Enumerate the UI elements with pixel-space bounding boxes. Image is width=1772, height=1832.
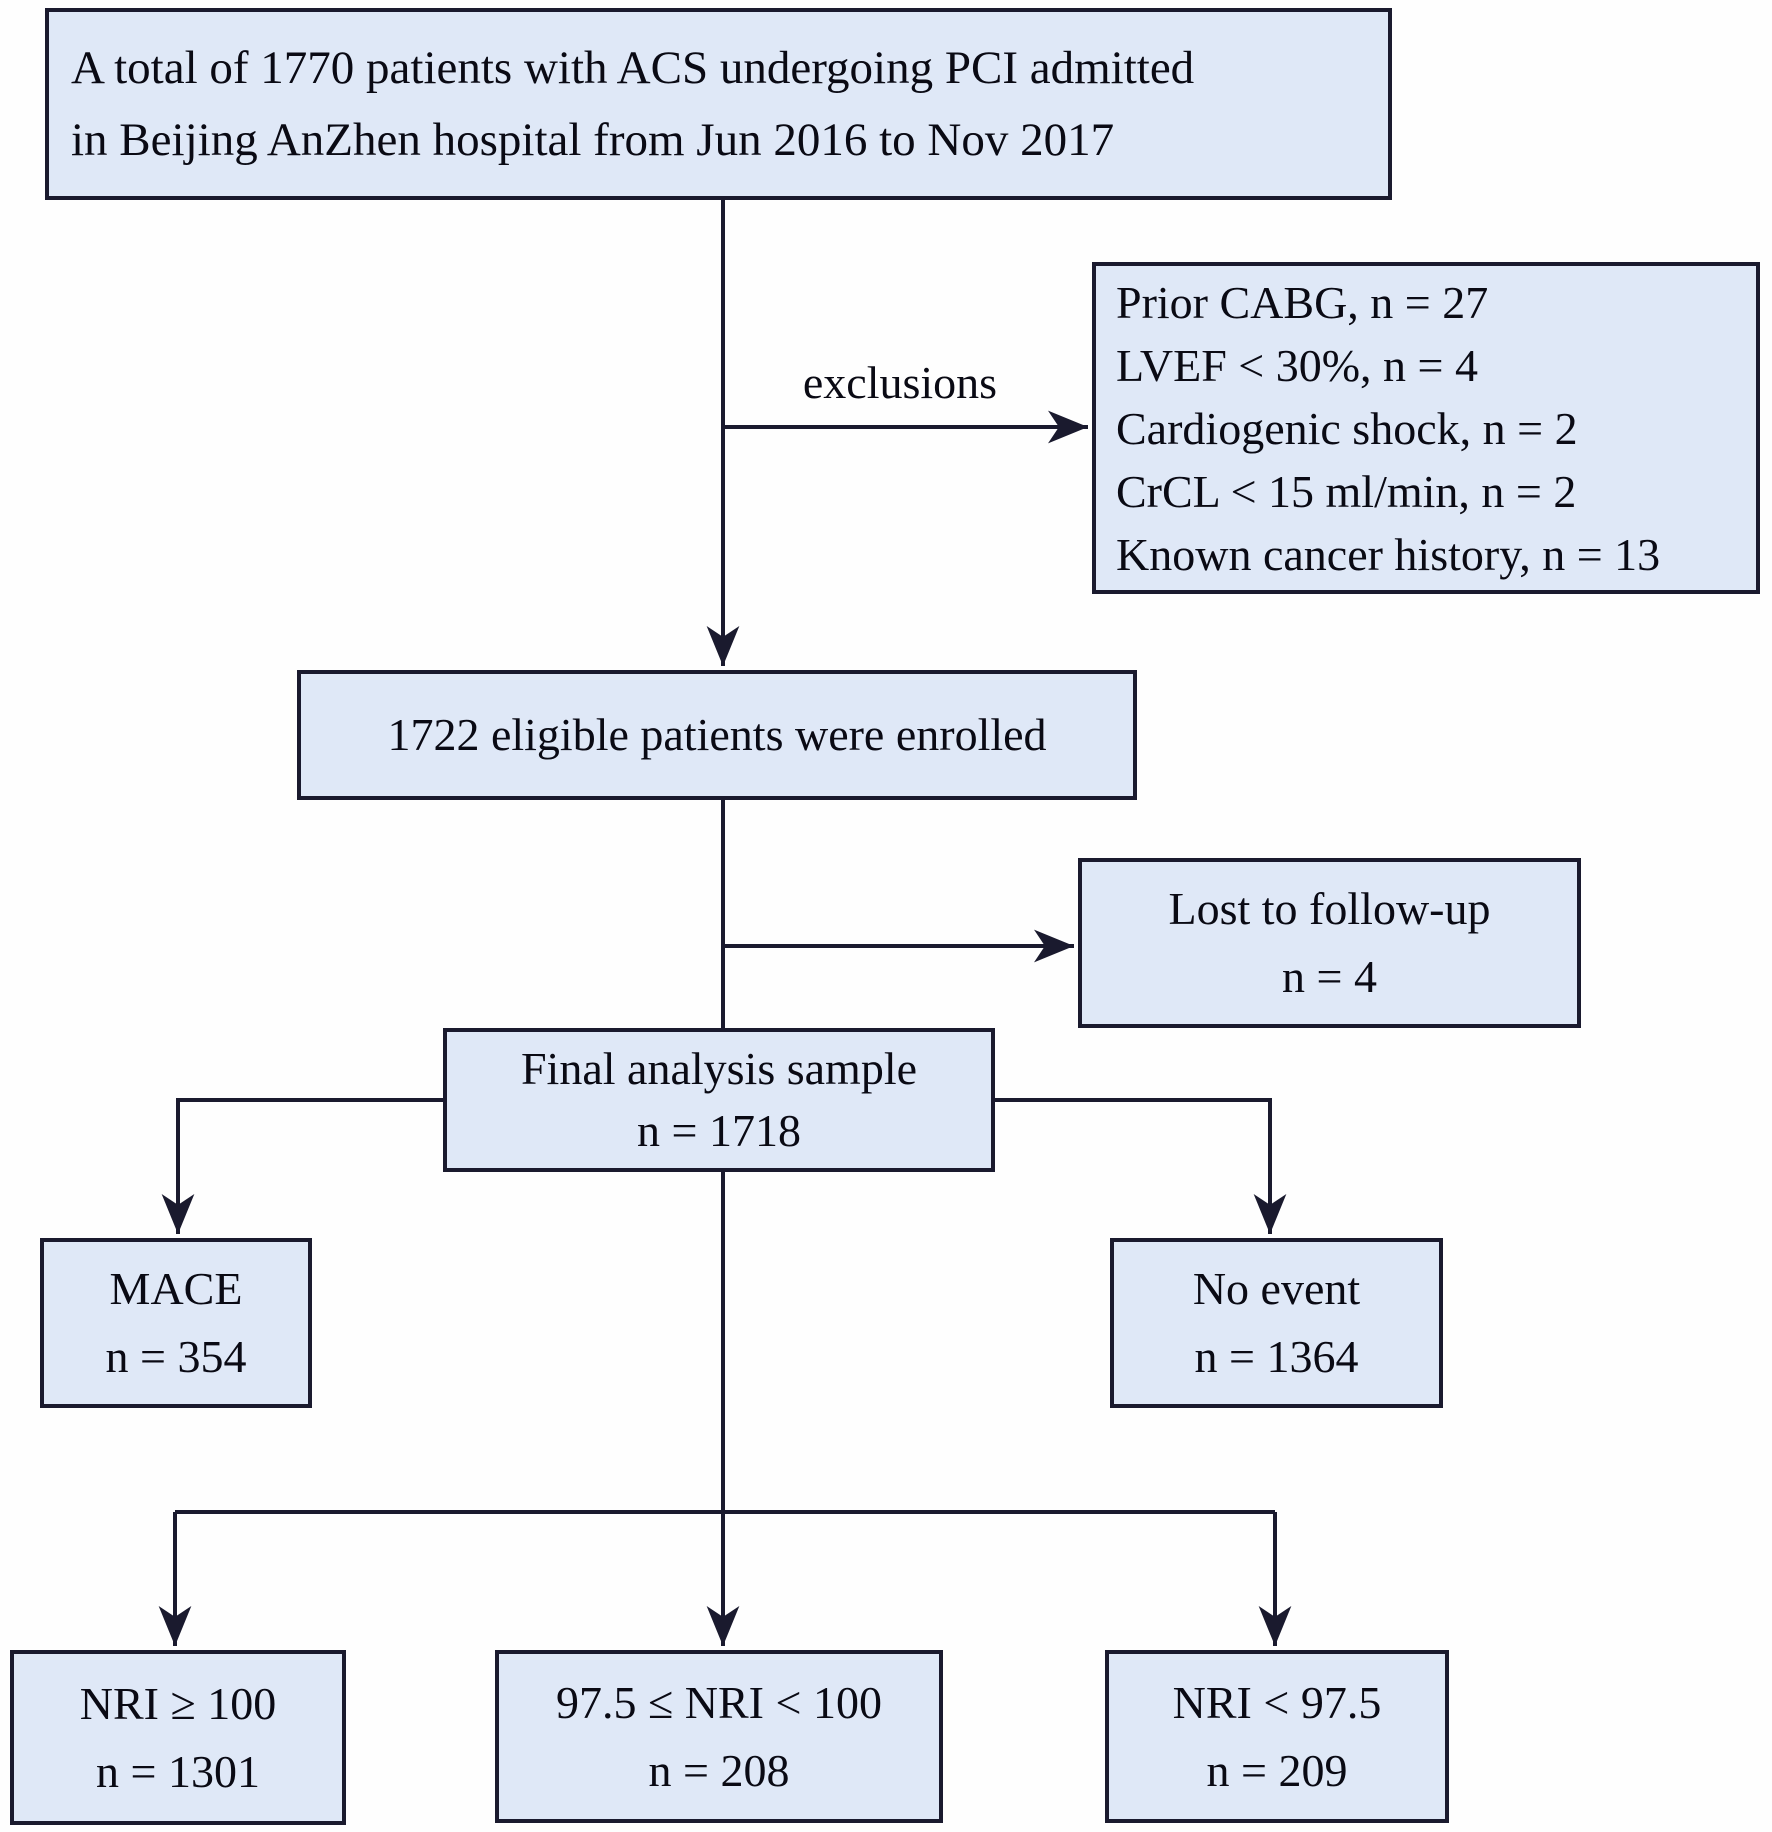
box-lost-line1: Lost to follow-up	[1168, 883, 1491, 934]
exclusion-item: Prior CABG, n = 27	[1116, 276, 1489, 328]
box-enrolled-line1: 1722 eligible patients were enrolled	[387, 709, 1047, 760]
exclusion-item: LVEF < 30%, n = 4	[1116, 339, 1478, 391]
box-nri-ge-100: NRI ≥ 100 n = 1301	[10, 1650, 346, 1825]
exclusions-arrow-label: exclusions	[802, 357, 998, 408]
exclusion-item: Cardiogenic shock, n = 2	[1116, 402, 1578, 454]
box-noevent-line1: No event	[1192, 1263, 1361, 1314]
box-total-line2: in Beijing AnZhen hospital from Jun 2016…	[71, 114, 1115, 166]
box-mace-line1: MACE	[109, 1263, 243, 1314]
box-lost-line2: n = 4	[1282, 951, 1377, 1002]
box-total-patients: A total of 1770 patients with ACS underg…	[45, 8, 1392, 200]
box-no-event: No event n = 1364	[1110, 1238, 1443, 1408]
branch-no-event	[995, 1098, 1287, 1234]
box-eligible-enrolled: 1722 eligible patients were enrolled	[297, 670, 1137, 800]
box-mace: MACE n = 354	[40, 1238, 312, 1408]
exclusion-item: CrCL < 15 ml/min, n = 2	[1116, 465, 1577, 517]
box-mace-line2: n = 354	[105, 1331, 247, 1382]
box-noevent-line2: n = 1364	[1194, 1331, 1359, 1382]
box-nri-mid-line2: n = 208	[648, 1744, 790, 1796]
box-nri-lt-975: NRI < 97.5 n = 209	[1105, 1650, 1449, 1823]
box-nri-975-to-100: 97.5 ≤ NRI < 100 n = 208	[495, 1650, 943, 1823]
box-final-line2: n = 1718	[637, 1105, 801, 1156]
box-lost-to-follow-up: Lost to follow-up n = 4	[1078, 858, 1581, 1028]
box-nri-mid-line1: 97.5 ≤ NRI < 100	[556, 1676, 882, 1728]
box-nri-low-line1: NRI < 97.5	[1172, 1676, 1382, 1728]
box-nri-low-line2: n = 209	[1206, 1744, 1348, 1796]
box-final-analysis-sample: Final analysis sample n = 1718	[443, 1028, 995, 1172]
box-exclusions: Prior CABG, n = 27 LVEF < 30%, n = 4 Car…	[1092, 262, 1760, 594]
box-nri-high-line1: NRI ≥ 100	[79, 1677, 277, 1729]
box-nri-high-line2: n = 1301	[96, 1745, 260, 1797]
box-final-line1: Final analysis sample	[520, 1043, 918, 1094]
branch-mace	[161, 1098, 443, 1234]
exclusion-item: Known cancer history, n = 13	[1116, 528, 1661, 580]
box-total-line1: A total of 1770 patients with ACS underg…	[71, 42, 1195, 94]
